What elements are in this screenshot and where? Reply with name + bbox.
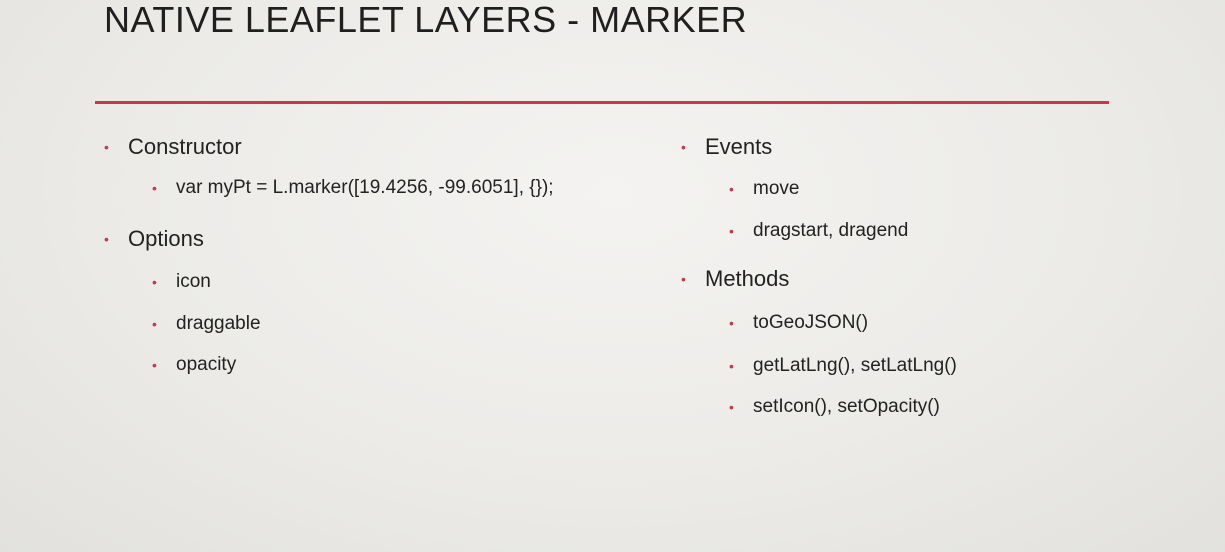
- bullet-icon: •: [152, 357, 157, 373]
- bullet-options: • Options: [104, 224, 644, 254]
- bullet-label: Constructor: [128, 134, 242, 159]
- bullet-label: Events: [705, 134, 773, 159]
- sub-bullet-label: icon: [176, 271, 211, 292]
- bullet-icon: •: [152, 274, 157, 290]
- left-column: • Constructor • var myPt = L.marker([19.…: [104, 132, 644, 379]
- bullet-icon: •: [152, 180, 157, 196]
- bullet-icon: •: [729, 358, 734, 374]
- bullet-icon: •: [104, 139, 109, 155]
- bullet-icon: •: [104, 231, 109, 247]
- sub-bullet-label: draggable: [176, 313, 261, 334]
- bullet-events: • Events: [681, 132, 1161, 162]
- bullet-label: Methods: [705, 266, 790, 291]
- sub-bullet-draggable-option: • draggable: [104, 310, 644, 338]
- bullet-constructor: • Constructor: [104, 132, 644, 162]
- sub-bullet-seticon-methods: • setIcon(), setOpacity(): [681, 393, 1161, 421]
- right-column: • Events • move • dragstart, dragend • M…: [681, 132, 1161, 421]
- sub-bullet-label: var myPt = L.marker([19.4256, -99.6051],…: [176, 177, 554, 198]
- sub-bullet-drag-events: • dragstart, dragend: [681, 217, 1161, 245]
- sub-bullet-opacity-option: • opacity: [104, 351, 644, 379]
- bullet-icon: •: [729, 223, 734, 239]
- sub-bullet-constructor-code: • var myPt = L.marker([19.4256, -99.6051…: [104, 174, 644, 202]
- sub-bullet-label: toGeoJSON(): [753, 312, 869, 333]
- bullet-icon: •: [729, 315, 734, 331]
- sub-bullet-label: move: [753, 178, 800, 199]
- sub-bullet-togeojson-method: • toGeoJSON(): [681, 309, 1161, 337]
- sub-bullet-icon-option: • icon: [104, 268, 644, 296]
- bullet-methods: • Methods: [681, 264, 1161, 294]
- sub-bullet-move-event: • move: [681, 175, 1161, 203]
- bullet-icon: •: [152, 316, 157, 332]
- bullet-icon: •: [681, 139, 686, 155]
- bullet-icon: •: [729, 399, 734, 415]
- sub-bullet-label: dragstart, dragend: [753, 220, 909, 241]
- title-divider: [95, 101, 1109, 104]
- bullet-icon: •: [681, 271, 686, 287]
- slide-title: NATIVE LEAFLET LAYERS - MARKER: [104, 0, 748, 40]
- bullet-label: Options: [128, 226, 204, 251]
- sub-bullet-label: getLatLng(), setLatLng(): [753, 355, 957, 376]
- sub-bullet-latlng-methods: • getLatLng(), setLatLng(): [681, 352, 1161, 380]
- sub-bullet-label: opacity: [176, 354, 237, 375]
- sub-bullet-label: setIcon(), setOpacity(): [753, 396, 940, 417]
- bullet-icon: •: [729, 181, 734, 197]
